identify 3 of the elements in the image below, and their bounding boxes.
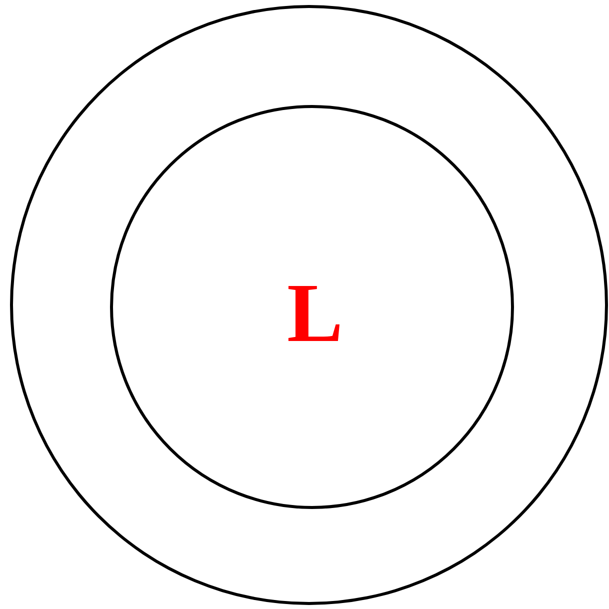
center-letter: L xyxy=(286,272,344,356)
inner-circle xyxy=(110,105,514,509)
outer-circle xyxy=(10,5,608,605)
